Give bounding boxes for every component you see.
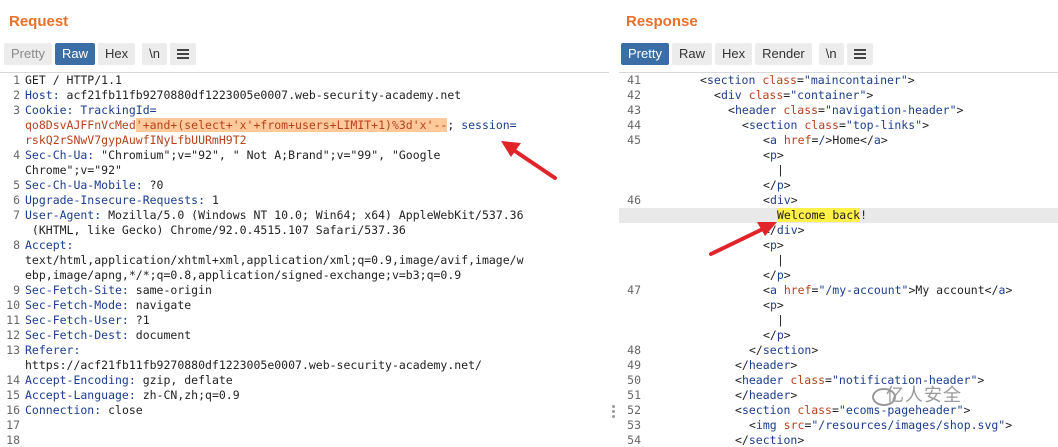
request-menu-icon[interactable]: [169, 43, 196, 65]
response-line-welcome: Welcome back!: [619, 208, 1058, 223]
request-tab-pretty[interactable]: Pretty: [4, 43, 52, 65]
watermark: 亿人安全: [886, 385, 962, 406]
response-tab-raw[interactable]: Raw: [671, 43, 712, 65]
response-title: Response: [626, 13, 698, 30]
request-toolbar: Pretty Raw Hex \n: [4, 43, 196, 65]
watermark-logo-icon: [872, 388, 896, 406]
response-line: <p>: [763, 298, 784, 312]
request-tab-hex[interactable]: Hex: [97, 43, 136, 65]
response-editor[interactable]: 41<section class="maincontainer"> 42<div…: [619, 72, 1058, 447]
response-tab-newline[interactable]: \n: [818, 43, 844, 65]
response-line: 51</header>: [627, 388, 798, 402]
request-tab-raw[interactable]: Raw: [54, 43, 95, 65]
response-line: </div>: [763, 223, 805, 237]
request-line: Chrome";v="92": [25, 163, 122, 177]
response-tab-render[interactable]: Render: [755, 43, 812, 65]
response-pane: Response Pretty Raw Hex Render \n 41<sec…: [619, 0, 1058, 447]
welcome-back-highlight: Welcome back: [777, 208, 861, 222]
request-line: rskQ2rSNwV7gypAuwfINyLfbUURmH9T2: [25, 133, 247, 147]
request-line: (KHTML, like Gecko) Chrome/92.0.4515.107…: [25, 223, 406, 237]
request-line: 17: [6, 418, 20, 432]
request-line-cookie-injection: qo8DsvAJFFnVcMed'+and+(select+'x'+from+u…: [25, 118, 517, 132]
response-toolbar: Pretty Raw Hex Render \n: [621, 43, 873, 65]
response-line: </p>: [763, 328, 791, 342]
splitter-grip-icon[interactable]: [612, 405, 615, 421]
request-line: 18: [6, 433, 20, 447]
request-title: Request: [9, 13, 69, 30]
response-tab-hex[interactable]: Hex: [714, 43, 753, 65]
response-line: 53<img src="/resources/images/shop.svg">: [627, 418, 1013, 432]
response-line: 50<header class="notification-header">: [627, 373, 985, 387]
response-tab-pretty[interactable]: Pretty: [621, 43, 669, 65]
response-line: |: [777, 163, 784, 177]
response-line: 44<section class="top-links">: [627, 118, 930, 132]
response-line: 45<a href=/>Home</a>: [627, 133, 888, 147]
response-line: <p>: [763, 148, 784, 162]
response-line: 42<div class="container">: [627, 88, 874, 102]
request-tab-newline[interactable]: \n: [142, 43, 167, 65]
response-menu-icon[interactable]: [846, 43, 873, 65]
response-line: 54</section>: [627, 433, 805, 447]
request-line: text/html,application/xhtml+xml,applicat…: [25, 253, 524, 267]
response-line: 47<a href="/my-account">My account</a>: [627, 283, 1013, 297]
response-line: 52<section class="ecoms-pageheader">: [627, 403, 971, 417]
response-line: |: [777, 253, 784, 267]
response-line: </p>: [763, 268, 791, 282]
response-line: 43<header class="navigation-header">: [627, 103, 964, 117]
response-line: 46<div>: [627, 193, 798, 207]
response-line: </p>: [763, 178, 791, 192]
pane-splitter[interactable]: [609, 0, 619, 447]
request-line: ebp,image/apng,*/*;q=0.8,application/sig…: [25, 268, 462, 282]
response-line: <p>: [763, 238, 784, 252]
response-line: 48</section>: [627, 343, 819, 357]
response-line: |: [777, 313, 784, 327]
response-line: 41<section class="maincontainer">: [627, 73, 915, 87]
request-line: https://acf21fb11fb9270880df1223005e0007…: [25, 358, 482, 372]
sql-injection-payload: '+and+(select+'x'+from+users+LIMIT+1)%3d…: [135, 118, 448, 132]
response-line: 49</header>: [627, 358, 798, 372]
